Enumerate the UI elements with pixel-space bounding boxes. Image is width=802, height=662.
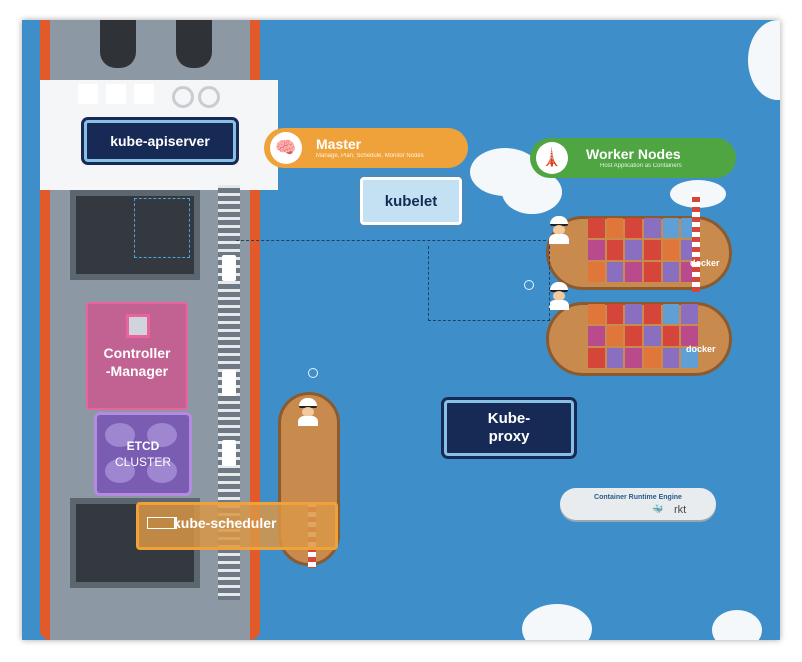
brain-icon: 🧠 (270, 132, 302, 164)
sailor-icon (297, 398, 319, 426)
worker-subtitle: Host Application as Containers (600, 163, 682, 169)
ship-chimney (100, 20, 136, 68)
docker-label: docker (690, 258, 720, 268)
kube-apiserver-label: kube-apiserver (84, 120, 236, 162)
track-car (222, 255, 236, 281)
container-runtime-engine-pill: Container Runtime Engine 🐳 rkt (560, 488, 716, 520)
cloud (748, 20, 780, 100)
kube-proxy-label: Kube- proxy (444, 400, 574, 456)
cre-title: Container Runtime Engine (594, 494, 682, 501)
track-car (222, 440, 236, 466)
worker-title: Worker Nodes (586, 146, 681, 162)
docker-label: docker (686, 344, 716, 354)
cluster-text: CLUSTER (114, 455, 171, 469)
controller-manager-text: Controller -Manager (103, 345, 171, 379)
diagram-canvas: kube-apiserver Controller -Manager ETCD … (22, 20, 780, 640)
porthole (172, 86, 194, 108)
connection-line (236, 240, 546, 241)
porthole (198, 86, 220, 108)
bridge-window (106, 84, 126, 104)
bridge-window (78, 84, 98, 104)
ship-mast (692, 192, 700, 292)
kubelet-label: kubelet (360, 177, 462, 225)
lighthouse-icon: 🗼 (536, 142, 568, 174)
etcd-text: ETCD (126, 439, 160, 453)
controller-manager-box: Controller -Manager (86, 302, 188, 410)
cloud (522, 604, 592, 640)
track-car (222, 370, 236, 396)
gear-icon (126, 314, 150, 338)
worker-nodes-pill: 🗼 Worker Nodes Host Application as Conta… (530, 138, 736, 178)
bridge-window (134, 84, 154, 104)
database-icon (147, 459, 177, 483)
tracks-icon (147, 517, 177, 529)
master-subtitle: Manage, Plan, Schedule, Monitor Nodes (316, 153, 424, 159)
kubelet-text: kubelet (384, 192, 438, 210)
hold-highlight (134, 198, 190, 258)
connection-box (428, 246, 550, 321)
docker-whale-icon: 🐳 (652, 504, 664, 514)
cargo-hold (70, 190, 200, 280)
kube-scheduler-box: kube-scheduler (136, 502, 338, 550)
bubble (308, 368, 318, 378)
database-icon (105, 423, 135, 447)
kube-proxy-text: Kube- proxy (487, 410, 531, 445)
bubble (524, 280, 534, 290)
container-stack (588, 218, 698, 282)
sailor-icon (548, 282, 570, 310)
rkt-label: rkt (674, 504, 687, 516)
master-pill: 🧠 Master Manage, Plan, Schedule, Monitor… (264, 128, 468, 168)
database-icon (105, 459, 135, 483)
sailor-icon (548, 216, 570, 244)
kube-scheduler-text: kube-scheduler (173, 515, 277, 531)
container-stack (588, 304, 698, 368)
ship-chimney (176, 20, 212, 68)
cloud (712, 610, 762, 640)
kube-apiserver-text: kube-apiserver (110, 133, 210, 149)
etcd-cluster-box: ETCD CLUSTER (94, 412, 192, 496)
master-title: Master (316, 136, 362, 152)
database-icon (147, 423, 177, 447)
